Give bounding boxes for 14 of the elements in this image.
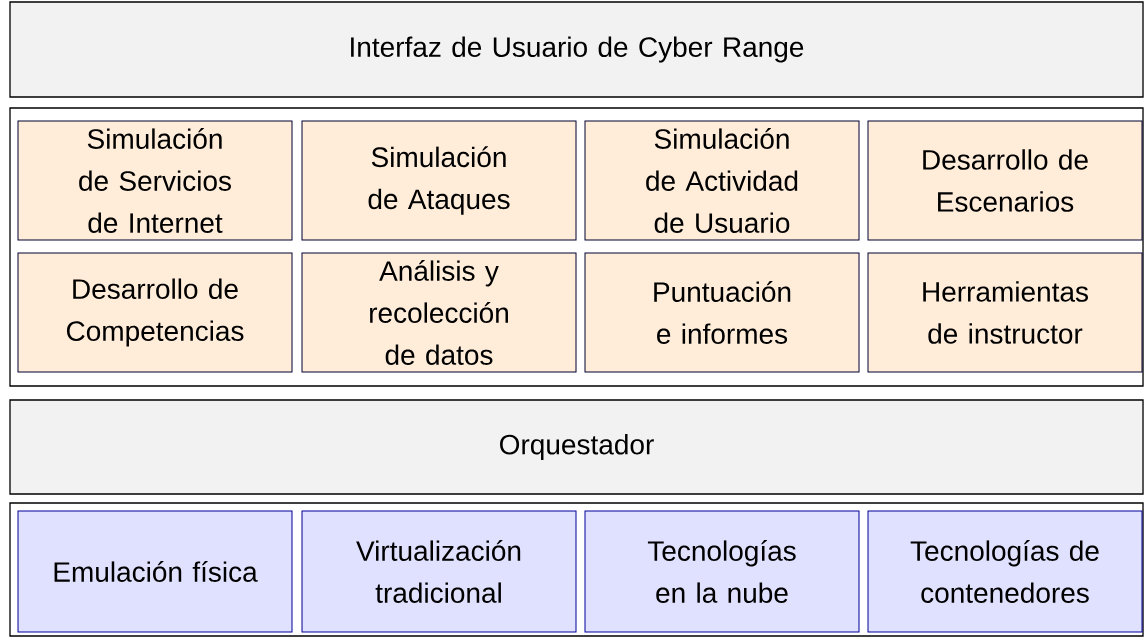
module-box: Tecnologías de contenedores — [867, 510, 1143, 633]
module-box: Puntuación e informes — [584, 252, 860, 373]
module-box: Simulación de Ataques — [301, 120, 577, 241]
module-box: Emulación física — [17, 510, 293, 633]
module-box: Análisis y recolección de datos — [301, 252, 577, 373]
module-box: Simulación de Servicios de Internet — [17, 120, 293, 241]
module-box: Simulación de Actividad de Usuario — [584, 120, 860, 241]
module-box: Desarrollo de Competencias — [17, 252, 293, 373]
layer-box: Interfaz de Usuario de Cyber Range — [9, 1, 1144, 98]
layer-box: Orquestador — [9, 399, 1144, 495]
module-box: Desarrollo de Escenarios — [867, 120, 1143, 241]
module-box: Virtualización tradicional — [301, 510, 577, 633]
module-box: Tecnologías en la nube — [584, 510, 860, 633]
module-box: Herramientas de instructor — [867, 252, 1143, 373]
